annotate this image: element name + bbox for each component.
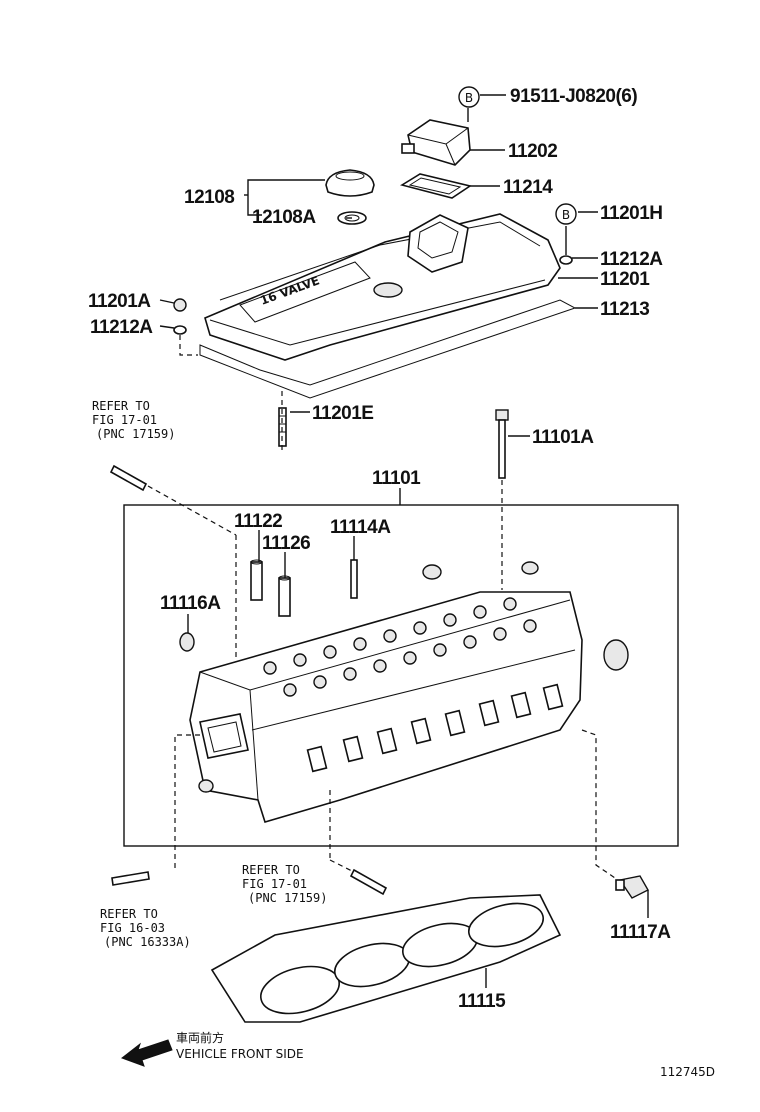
bolt-11117A <box>615 875 649 899</box>
refer-note-bottom: REFER TO FIG 16-03 (PNC 16333A) <box>100 907 191 949</box>
stud-ref-17-01-top <box>109 464 148 492</box>
svg-text:B: B <box>562 208 570 222</box>
callout-11126: 11126 <box>262 533 310 554</box>
callout-11202: 11202 <box>508 141 557 162</box>
gasket-11214 <box>399 173 472 199</box>
callout-11101: 11101 <box>372 468 421 489</box>
callout-11201a: 11201A <box>88 291 151 312</box>
oil-filler-cap-12108 <box>325 169 375 197</box>
refer-note-top: REFER TO FIG 17-01 (PNC 17159) <box>92 399 175 441</box>
plug-11116A <box>179 632 195 652</box>
svg-text:B: B <box>465 91 473 105</box>
svg-text:(PNC 16333A): (PNC 16333A) <box>104 935 191 949</box>
plug-bottom-left <box>198 779 214 793</box>
valve-guide-11126 <box>278 575 291 617</box>
callout-11116a: 11116A <box>160 593 221 614</box>
callout-11201: 11201 <box>600 269 650 290</box>
svg-text:REFER TO: REFER TO <box>92 399 150 413</box>
front-arrow-icon <box>120 1039 173 1067</box>
callout-11201h: 11201H <box>600 203 663 224</box>
badge-b-11201h: B <box>555 203 577 225</box>
leader-lines <box>159 94 649 988</box>
svg-text:FIG 17-01: FIG 17-01 <box>92 413 157 427</box>
cylinder-head-cover-11201: 16 VALVE <box>204 213 561 361</box>
callout-12108a: 12108A <box>252 207 316 228</box>
seal-11212A-right <box>559 255 573 265</box>
stud-ref-16-03 <box>111 871 150 886</box>
callout-11213: 11213 <box>600 299 649 320</box>
dowel-11114A <box>350 559 358 599</box>
plugs-top <box>422 561 539 580</box>
cylinder-head-frame <box>123 504 679 847</box>
cover-gasket-11213 <box>199 299 577 399</box>
badge-b-91511: B <box>458 86 480 108</box>
callout-11101a: 11101A <box>532 427 594 448</box>
callout-11122: 11122 <box>234 511 282 532</box>
stud-ref-17-01-bottom <box>349 868 388 896</box>
callout-11214: 11214 <box>503 177 553 198</box>
refer-note-middle: REFER TO FIG 17-01 (PNC 17159) <box>242 863 327 905</box>
svg-text:REFER TO: REFER TO <box>242 863 300 877</box>
valve-guide-11122 <box>250 559 263 601</box>
callout-11201e: 11201E <box>312 403 373 424</box>
plug-right <box>603 639 629 671</box>
dashed-guides <box>147 335 619 881</box>
callout-11114a: 11114A <box>330 517 391 538</box>
exhaust-ports <box>306 683 564 773</box>
svg-text:FIG 16-03: FIG 16-03 <box>100 921 165 935</box>
nut-11201A <box>173 298 187 312</box>
vehicle-front-jp: 車両前方 <box>176 1030 224 1045</box>
sensor-11202 <box>401 119 471 166</box>
callout-91511-j0820: 91511-J0820(6) <box>510 86 637 107</box>
callout-11212a-left: 11212A <box>90 317 153 338</box>
svg-text:(PNC 17159): (PNC 17159) <box>96 427 175 441</box>
callout-11212a-right: 11212A <box>600 249 663 270</box>
callout-11115: 11115 <box>458 991 506 1012</box>
svg-text:REFER TO: REFER TO <box>100 907 158 921</box>
svg-text:(PNC 17159): (PNC 17159) <box>248 891 327 905</box>
bolt-11101A <box>495 409 509 479</box>
svg-text:FIG 17-01: FIG 17-01 <box>242 877 307 891</box>
diagram-id: 112745D <box>660 1065 715 1079</box>
head-gasket-11115 <box>210 894 562 1023</box>
valve-tops <box>263 597 537 697</box>
callout-11117a: 11117A <box>610 922 671 943</box>
vehicle-front-label: VEHICLE FRONT SIDE <box>176 1047 304 1061</box>
seal-11212A-left <box>173 325 187 335</box>
cylinder-head-11101 <box>189 591 583 823</box>
callout-12108: 12108 <box>184 187 234 208</box>
